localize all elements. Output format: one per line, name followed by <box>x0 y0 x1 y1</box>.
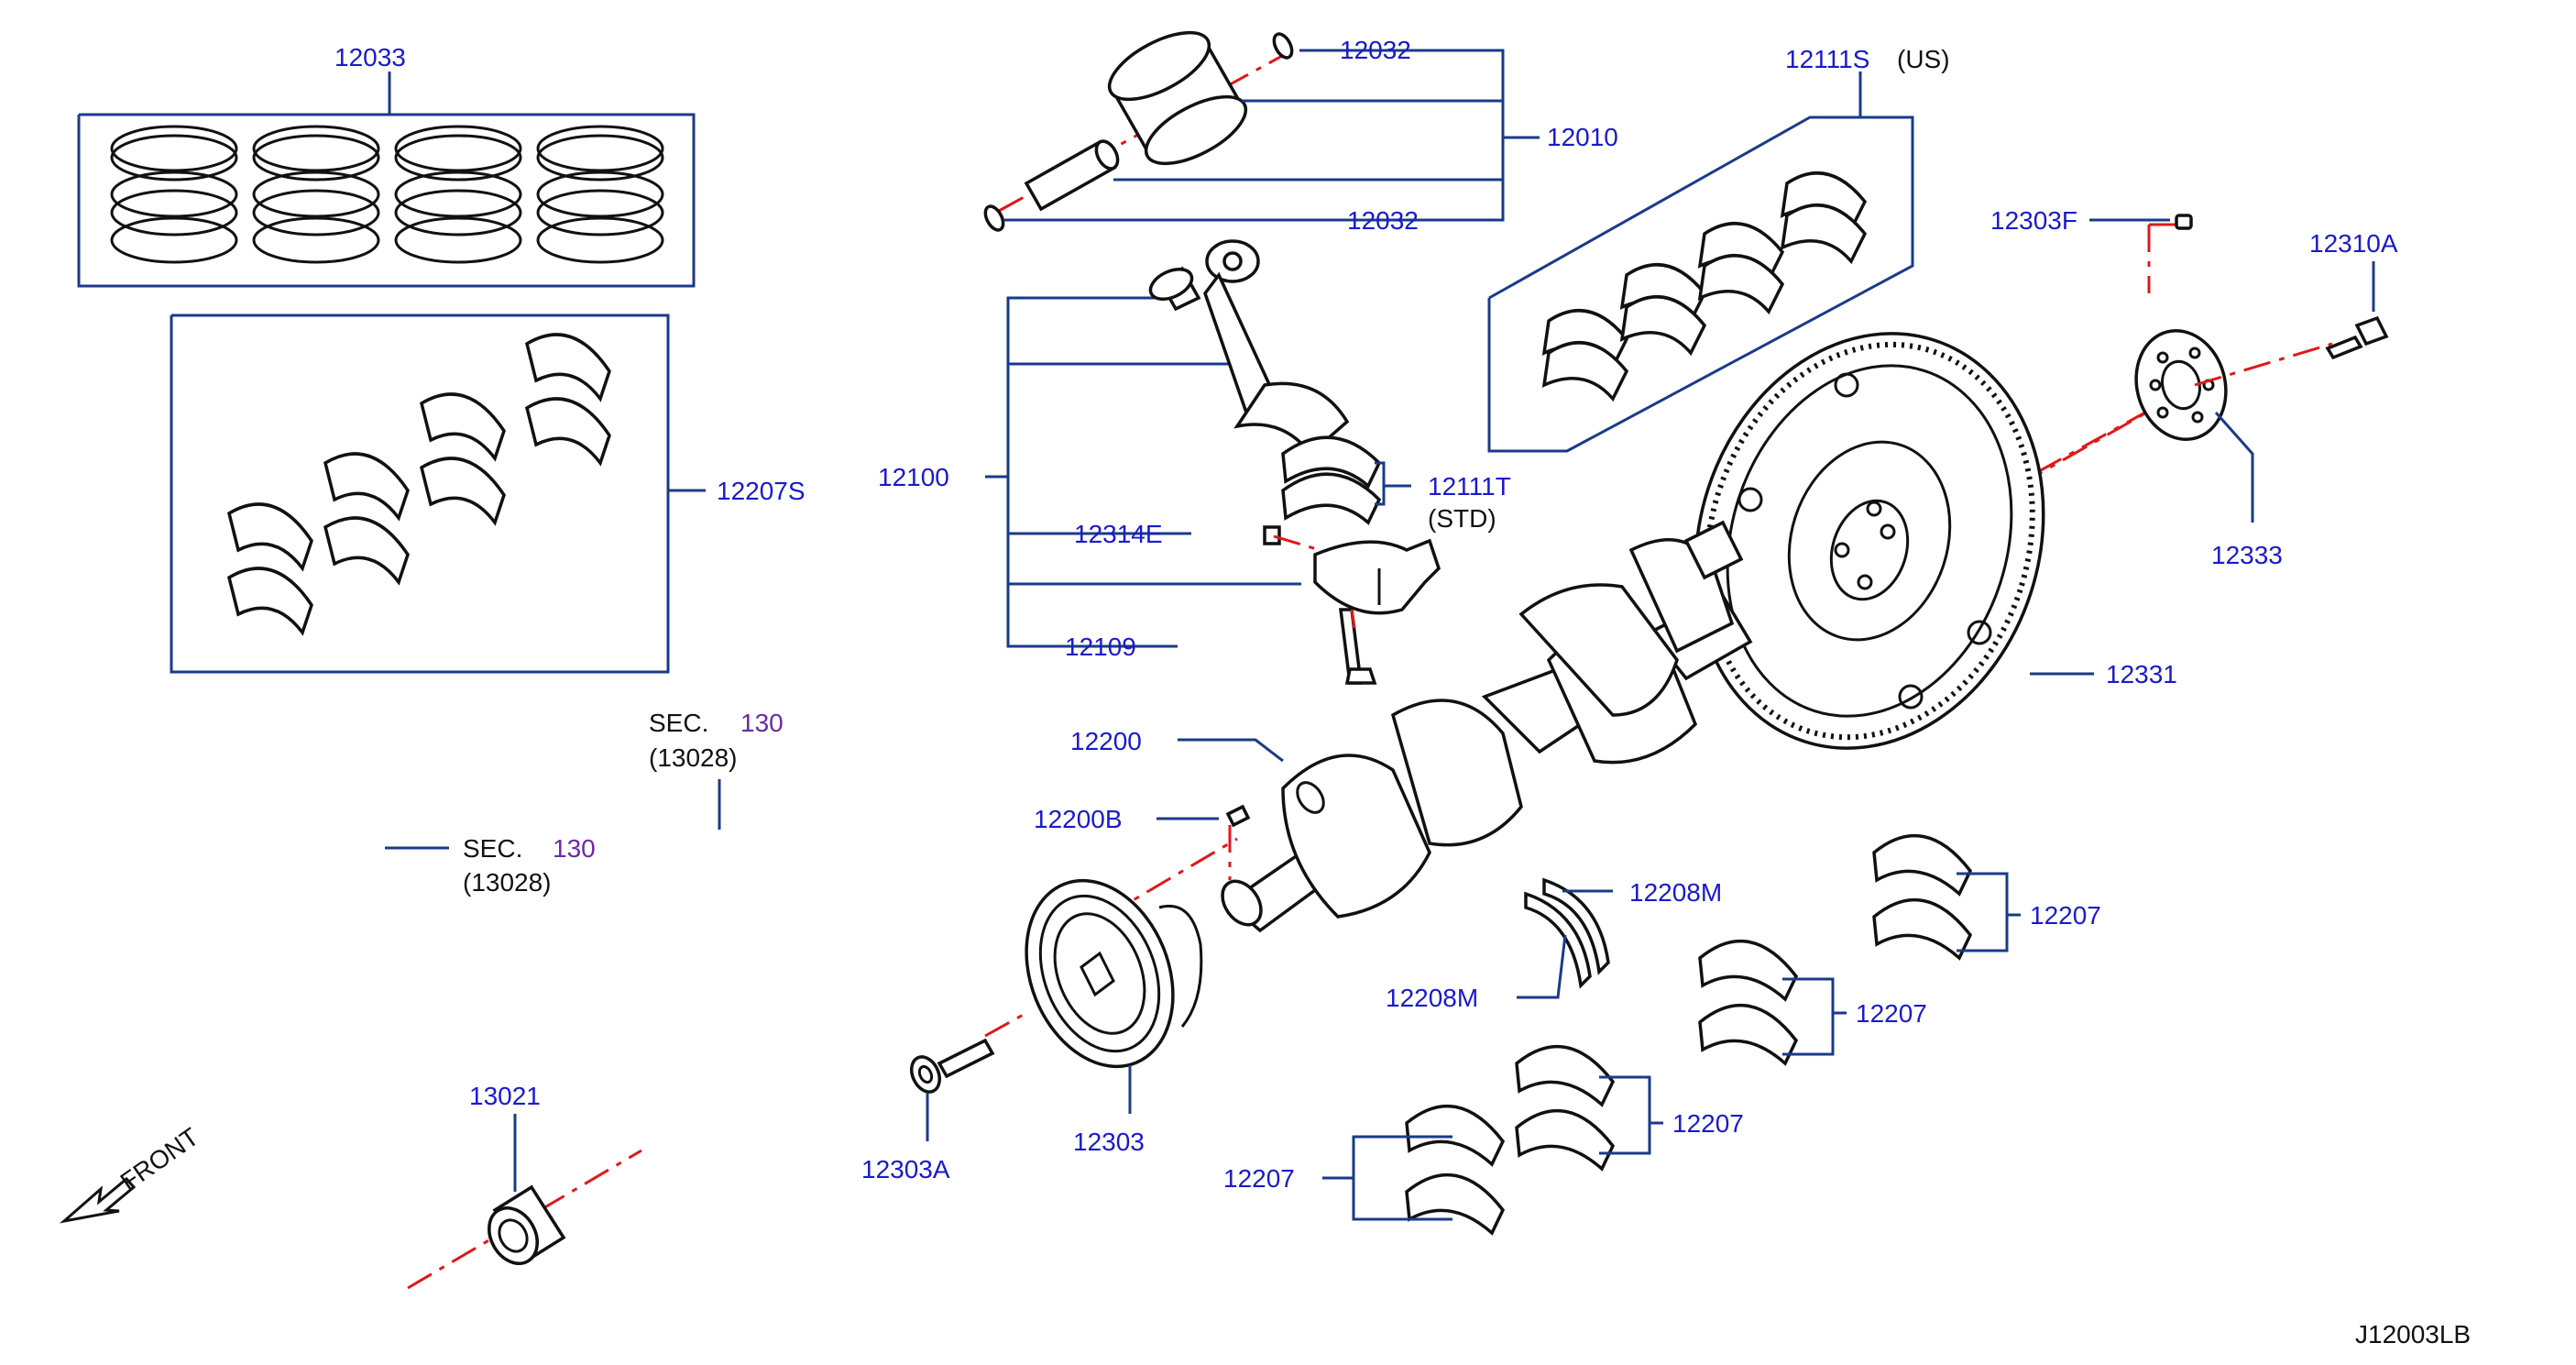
front-direction-indicator: FRONT <box>59 1122 204 1224</box>
piston-pin <box>1024 139 1120 212</box>
snap-ring-upper <box>1272 32 1294 60</box>
rod-bearing-set-box: 12111S (US) <box>1487 45 1950 453</box>
label-12207s: 12207S <box>717 477 806 505</box>
main-bearing-shells <box>226 333 611 636</box>
main-bearing-pair-3: 12207 <box>1698 939 1927 1066</box>
flywheel-bolt-12310a <box>2325 315 2389 360</box>
front-arrow-icon <box>59 1176 137 1224</box>
timing-chain-left: SEC. 130 (13028) <box>185 771 596 1305</box>
snap-ring-lower <box>983 204 1005 232</box>
label-12303a: 12303A <box>861 1155 950 1183</box>
timing-chain-right: SEC. 130 (13028) <box>593 709 857 1187</box>
label-12010: 12010 <box>1547 123 1618 151</box>
connecting-rod <box>1203 239 1350 457</box>
diagram-id: J12003LB <box>2355 1320 2471 1348</box>
label-12111t: 12111T <box>1428 472 1511 501</box>
label-12111t-note: (STD) <box>1428 504 1496 533</box>
label-12111s-note: (US) <box>1897 45 1950 73</box>
crank-pulley-group: 12303 12303A <box>861 878 1203 1183</box>
label-12200: 12200 <box>1070 727 1142 755</box>
rod-bearing-upper <box>1281 435 1382 525</box>
front-label: FRONT <box>115 1122 204 1196</box>
piston <box>1107 30 1248 166</box>
label-12032-upper: 12032 <box>1340 36 1411 64</box>
dowel-12303f <box>2175 214 2193 230</box>
sec-number-left: 130 <box>553 834 596 863</box>
label-12303f: 12303F <box>1990 206 2077 235</box>
piston-group: 12032 12010 12032 <box>983 30 1618 235</box>
label-12314e: 12314E <box>1074 520 1163 548</box>
main-bearing-pair-4: 12207 <box>1872 833 2101 961</box>
connecting-rod-bolt <box>1339 608 1377 685</box>
label-12100: 12100 <box>878 463 949 491</box>
label-12207-b: 12207 <box>1672 1109 1744 1138</box>
piston-ring-set-box: 12033 <box>77 43 696 288</box>
label-12207-a: 12207 <box>1223 1164 1295 1193</box>
crankshaft-group: 12200 12200B <box>1034 520 1753 946</box>
sec-ref-left: (13028) <box>463 868 552 897</box>
main-bearing-pair-2: 12207 <box>1515 1044 1744 1172</box>
label-12109: 12109 <box>1065 633 1136 661</box>
drive-plate-12331 <box>1694 332 2045 750</box>
connecting-rod-group: 12100 12314E 12109 <box>878 239 1511 685</box>
flywheel-group: 12303F 12310A 12333 12331 <box>1694 206 2398 750</box>
crank-sprocket-13021: 13021 <box>407 1082 642 1290</box>
rod-bushing <box>1148 266 1201 312</box>
label-12303: 12303 <box>1073 1128 1145 1156</box>
main-bearing-set-box: 12207S <box>170 314 806 674</box>
label-12207-d: 12207 <box>2030 901 2101 930</box>
piston-rings <box>110 125 664 264</box>
rod-bearing-shells <box>1541 171 1868 402</box>
label-12032-lower: 12032 <box>1347 206 1419 235</box>
label-12310a: 12310A <box>2309 229 2398 258</box>
crank-pulley <box>1025 878 1203 1069</box>
label-12208m-lower: 12208M <box>1386 984 1478 1012</box>
label-12033: 12033 <box>334 43 406 72</box>
rod-nut-12314e <box>1263 525 1281 545</box>
pulley-bolt <box>910 1038 995 1094</box>
crank-key-12200b <box>1225 804 1251 828</box>
label-12111s: 12111S <box>1785 45 1869 73</box>
label-12208m-upper: 12208M <box>1629 878 1722 907</box>
label-12207-c: 12207 <box>1856 999 1927 1028</box>
sec-label-right: SEC. <box>649 709 708 737</box>
main-bearings-12207: 12207 12207 12207 12207 <box>1223 833 2101 1236</box>
sec-number-right: 130 <box>740 709 784 737</box>
rod-cap <box>1313 538 1441 615</box>
sec-label-left: SEC. <box>463 834 522 863</box>
main-bearing-pair-1: 12207 <box>1223 1104 1506 1236</box>
label-12200b: 12200B <box>1034 805 1123 833</box>
reinforcement-plate-12333 <box>2134 328 2228 442</box>
label-13021: 13021 <box>469 1082 541 1110</box>
thrust-washers: 12208M 12208M <box>1386 877 1722 1012</box>
label-12333: 12333 <box>2211 541 2283 569</box>
sec-ref-right: (13028) <box>649 743 738 772</box>
crankshaft <box>1221 520 1753 933</box>
label-12331: 12331 <box>2106 660 2177 688</box>
